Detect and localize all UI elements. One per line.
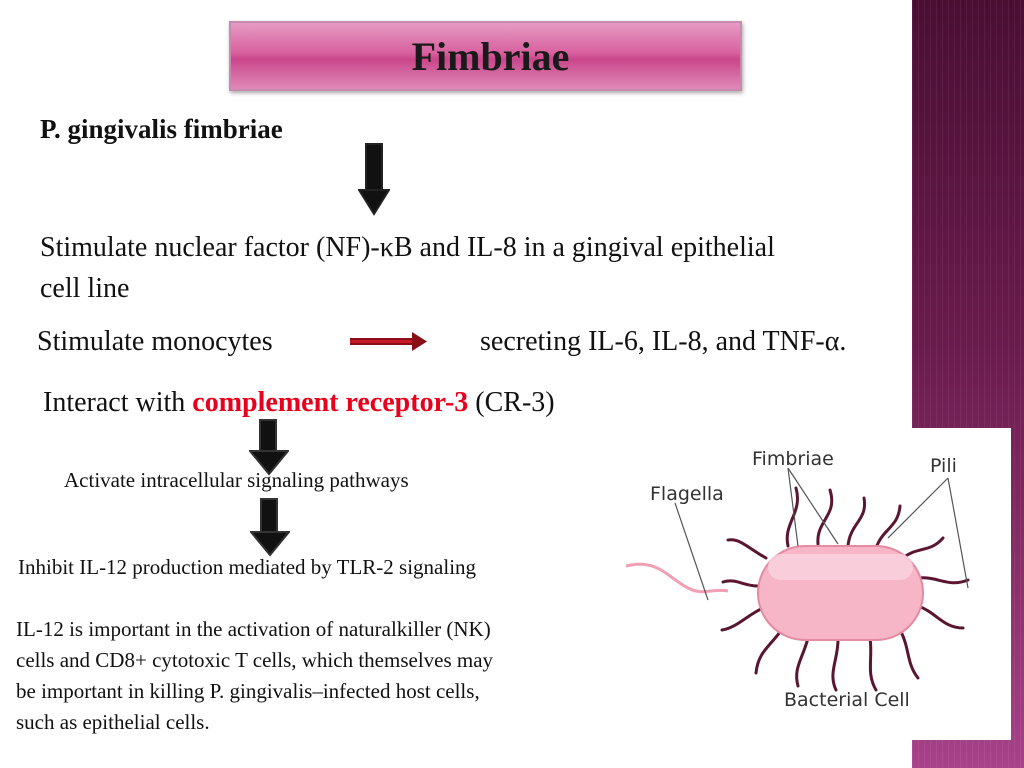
- label-bacterial-cell: Bacterial Cell: [784, 689, 910, 711]
- nfkb-line-cont: cell line: [40, 273, 130, 304]
- cr3-line: Interact with complement receptor-3 (CR-…: [43, 387, 555, 419]
- label-fimbriae: Fimbriae: [752, 448, 834, 470]
- cr3-prefix: Interact with: [43, 387, 193, 418]
- para-line: IL-12 is important in the activation of …: [16, 617, 491, 641]
- down-arrow-icon: [358, 143, 390, 216]
- signaling-text: Activate intracellular signaling pathway…: [64, 468, 409, 492]
- pili-appendages: [720, 486, 970, 692]
- down-arrow-icon: [249, 419, 289, 476]
- down-arrow-icon: [250, 498, 290, 557]
- heading: P. gingivalis fimbriae: [40, 114, 283, 144]
- para-line: be important in killing P. gingivalis–in…: [16, 679, 480, 703]
- monocytes-text: Stimulate monocytes: [37, 326, 273, 357]
- right-arrow-icon: [350, 332, 427, 351]
- il12-paragraph: IL-12 is important in the activation of …: [16, 614, 493, 738]
- slide-title: Fimbriae: [411, 33, 570, 79]
- cr3-highlight: complement receptor-3: [192, 387, 469, 418]
- label-leaders: [674, 467, 969, 601]
- cr3-suffix: (CR-3): [468, 387, 555, 418]
- tlr2-text: Inhibit IL-12 production mediated by TLR…: [18, 555, 477, 579]
- label-pili: Pili: [930, 455, 957, 477]
- bacterial-cell-diagram: Fimbriae Pili Flagella Bacterial Cell: [618, 428, 1011, 740]
- title-banner: Fimbriae: [229, 21, 742, 91]
- para-line: cells and CD8+ cytotoxic T cells, which …: [16, 648, 494, 672]
- label-flagella: Flagella: [650, 483, 724, 505]
- nfkb-line: Stimulate nuclear factor (NF)-κB and IL-…: [40, 232, 775, 263]
- para-line: such as epithelial cells.: [16, 710, 210, 734]
- secreting-text: secreting IL-6, IL-8, and TNF-α.: [480, 326, 847, 357]
